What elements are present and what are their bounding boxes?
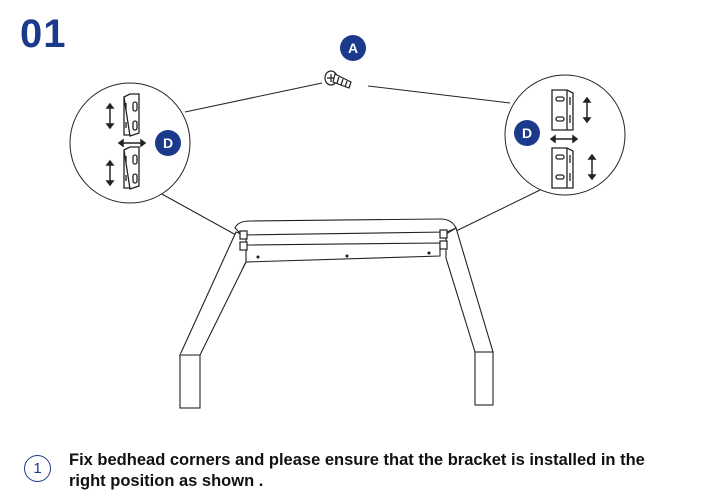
leader-line [184,82,323,113]
leader-line [451,189,541,234]
corner-bracket-left [239,230,248,251]
instruction-text: Fix bedhead corners and please ensure th… [69,451,645,490]
leader-line [159,192,237,236]
step-index-badge: 1 [24,455,51,482]
step-number: 01 [20,12,67,56]
part-a-badge: A [340,35,366,61]
left-side-rail [179,231,247,356]
bracket-detail-left: D [69,82,191,204]
svg-text:A: A [348,40,358,56]
right-side-rail [445,227,494,353]
arrow-icon [549,96,597,181]
corner-bracket-right [439,229,448,250]
right-leg [474,351,494,406]
svg-text:D: D [522,125,532,141]
headboard-panel [245,242,441,263]
arrow-icon [105,102,147,187]
bracket-detail-right: D [504,74,626,196]
instruction: 1 Fix bedhead corners and please ensure … [24,450,669,492]
svg-text:D: D [163,135,173,151]
bed-frame [179,218,494,409]
leader-line [367,85,511,104]
screw-icon [324,70,352,89]
left-leg [179,354,201,409]
